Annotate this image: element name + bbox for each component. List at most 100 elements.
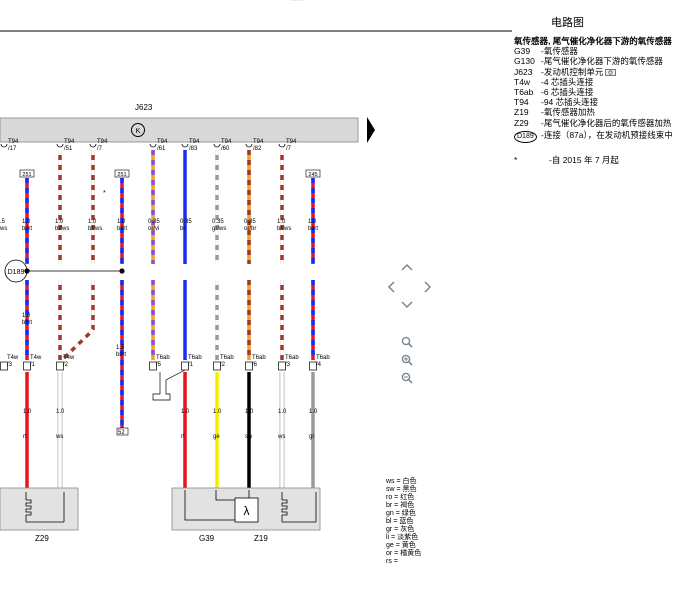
label-g39: G39 (199, 534, 215, 543)
connector-terminal-icon (23, 361, 31, 371)
connector-terminal-icon (149, 361, 157, 371)
zoom-in-button[interactable] (401, 354, 413, 369)
lambda-symbol-icon: λ (244, 504, 250, 518)
ref-box-label: 251 (117, 172, 126, 178)
shield-bracket (152, 369, 186, 401)
connector-terminal-icon (278, 361, 286, 371)
ecu-label: J623 (135, 103, 153, 112)
wire-size-label: 0.35 (148, 219, 160, 225)
ref-box[interactable] (19, 169, 35, 178)
ecu-symbol (131, 123, 145, 137)
wire-color-label: rt (23, 434, 27, 440)
wire-size-label: 0.35 (180, 219, 192, 225)
wire-color-label: sw (245, 434, 253, 440)
pin-label: T94 (64, 139, 75, 145)
wire-size-label: 1.0 (245, 409, 254, 415)
pin-contact-icon (245, 143, 253, 148)
wire-color-label: bl/rt (116, 352, 126, 358)
connector-label: T6ab (316, 355, 330, 361)
nav-up-button[interactable] (401, 262, 413, 274)
wire-color-label: bl (180, 226, 185, 232)
page-title: 电路图 (551, 17, 584, 29)
wire-diagonal (62, 328, 95, 360)
connector-label: T6ab (220, 355, 234, 361)
ground-terminal (116, 427, 129, 436)
pin-label: T94 (97, 139, 108, 145)
wire-size-label: 1.0 (56, 409, 65, 415)
pin-label: T94 (8, 139, 19, 145)
nav-left-button[interactable] (387, 281, 395, 296)
wire-size-label: 1.0 (117, 219, 126, 225)
pin-contact-icon (278, 143, 286, 148)
legend-item-code: T4w (514, 76, 531, 87)
ref-box[interactable] (305, 169, 321, 178)
connector-label: T6ab (285, 355, 299, 361)
connector-pin: /5 (156, 362, 162, 368)
ref-box[interactable] (114, 169, 130, 178)
wire-color-label: br/ws (88, 226, 102, 232)
connector-pin: /2 (63, 362, 69, 368)
pin-label: T94 (189, 139, 200, 145)
nav-right-button[interactable] (424, 281, 432, 296)
pin-label: T94 (157, 139, 168, 145)
legend-note-desc: -自 2015 年 7 月起 (549, 154, 619, 165)
connector-pin: /2 (220, 362, 226, 368)
color-code-item: gn = 绿色 (386, 510, 416, 517)
legend-item-code: Z29 (514, 117, 529, 128)
connector-pin: /1 (30, 362, 36, 368)
wire-color-label: gr/ws (212, 226, 226, 232)
chevron-up-icon (401, 263, 413, 271)
wire-color-label: rt (181, 434, 185, 440)
zoom-in-icon (401, 354, 413, 366)
color-code-item: bl = 蓝色 (386, 518, 414, 525)
wire-color-label: bl/rt (117, 226, 127, 232)
connector-terminal-icon (213, 361, 221, 371)
wire-size-label: .5 (0, 219, 6, 225)
chevron-left-icon (387, 281, 395, 293)
connector-pin: /3 (285, 362, 291, 368)
lambda-sensor-symbol (234, 497, 259, 523)
wire-size-label: 1.0 (277, 219, 286, 225)
legend-item: T94-94 芯插头连接 (514, 97, 678, 107)
camera-icon[interactable] (605, 68, 617, 76)
magnifier-icon (401, 336, 413, 348)
legend-item-code: T94 (514, 97, 529, 108)
legend-item-code: T6ab (514, 87, 534, 98)
legend-item: J623-发动机控制单元 (514, 67, 678, 77)
legend-item-code: Z19 (514, 107, 529, 118)
nav-down-button[interactable] (401, 300, 413, 312)
pin-contact-icon (181, 143, 189, 148)
color-code-item: ro = 红色 (386, 494, 415, 501)
wire-color-label: gr (309, 434, 314, 440)
wire-color-label: br/ws (277, 226, 291, 232)
color-code-item: ws = 白色 (386, 478, 417, 485)
color-code-item: ge = 黄色 (386, 542, 416, 549)
legend-note-code: * (514, 154, 518, 165)
next-arrow-icon[interactable] (367, 117, 375, 143)
ecu-symbol-label: K (135, 126, 140, 135)
zoom-out-button[interactable] (401, 372, 413, 387)
ground-label: 52 (118, 430, 125, 436)
pin-contact-icon (89, 143, 97, 148)
color-code-item: sw = 黑色 (386, 486, 417, 493)
legend-item-desc: -尾气催化净化器下游的氧传感器 (541, 56, 663, 67)
wire-color-label: or/br (244, 226, 256, 232)
wire-color-label: or/vi (148, 226, 159, 232)
wire-size-label: 1.0 (23, 409, 32, 415)
pin-contact-icon (0, 143, 8, 148)
ref-box-label: 251 (22, 172, 31, 178)
legend-item-code: G39 (514, 46, 531, 57)
wire-size-label: 1.0 (181, 409, 190, 415)
legend-connection: D189 -连接（87a），在发动机预接线束中 (514, 130, 678, 143)
legend-connection-desc: -连接（87a），在发动机预接线束中 (541, 129, 673, 140)
legend-item-desc: -氧传感器 (541, 46, 578, 57)
connector-label: T4w (7, 355, 19, 361)
pin-number: /17 (8, 146, 17, 152)
zoom-fit-button[interactable] (401, 336, 413, 351)
heater-z29-symbol (25, 492, 65, 523)
pin-contact-icon (56, 143, 64, 148)
connector-label: T4w (63, 355, 75, 361)
wire-color-label: bl/rt (308, 226, 318, 232)
ecu-bar (0, 117, 359, 143)
